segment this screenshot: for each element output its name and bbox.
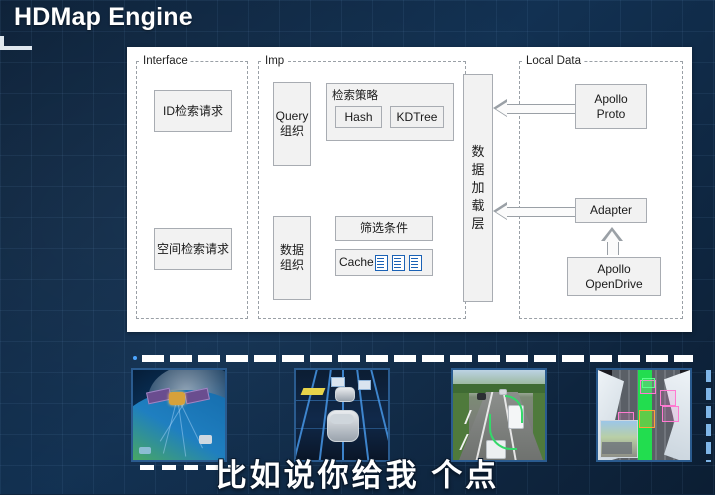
box-apollo-opendrive-line2: OpenDrive bbox=[585, 276, 643, 291]
box-id-request-label: ID检索请求 bbox=[162, 103, 223, 118]
box-spatial-request[interactable]: 空间检索请求 bbox=[154, 228, 232, 270]
box-data-loading-layer-char-5: 层 bbox=[471, 216, 485, 231]
box-data-loading-layer-char-3: 加 bbox=[471, 180, 485, 195]
document-icon bbox=[408, 254, 422, 271]
frame-search-strategy: 检索策略 Hash KDTree bbox=[326, 83, 454, 141]
group-imp-label: Imp bbox=[263, 55, 287, 68]
box-apollo-proto-line1: Apollo bbox=[594, 91, 628, 106]
group-interface: Interface bbox=[136, 55, 248, 319]
box-kdtree-label: KDTree bbox=[396, 109, 438, 124]
group-interface-label: Interface bbox=[141, 55, 190, 68]
thumbnail-highway-trace[interactable] bbox=[451, 368, 547, 462]
box-filter-condition-label: 筛选条件 bbox=[359, 221, 408, 235]
scroll-indicator[interactable] bbox=[706, 370, 711, 462]
box-hash-label: Hash bbox=[344, 109, 373, 124]
arrow-adapter-to-loader bbox=[493, 202, 575, 220]
aerial-road-detection-image bbox=[598, 370, 690, 460]
thumbnail-hd-map-lanes[interactable] bbox=[294, 368, 390, 462]
box-data-organization[interactable]: 数据 组织 bbox=[273, 216, 311, 300]
frame-search-strategy-label: 检索策略 bbox=[332, 90, 378, 102]
box-apollo-proto[interactable]: Apollo Proto bbox=[575, 84, 647, 129]
box-kdtree[interactable]: KDTree bbox=[390, 106, 444, 128]
box-spatial-request-label: 空间检索请求 bbox=[156, 241, 229, 256]
group-local-data-label: Local Data bbox=[524, 55, 583, 68]
title-corner-accent bbox=[0, 36, 32, 50]
box-apollo-opendrive[interactable]: Apollo OpenDrive bbox=[567, 257, 661, 296]
box-data-loading-layer-char-2: 据 bbox=[471, 162, 485, 177]
arrow-proto-to-loader bbox=[493, 99, 575, 117]
filmstrip-divider bbox=[133, 355, 693, 362]
box-query-organization-line1: Query bbox=[275, 109, 309, 123]
box-query-organization-line2: 组织 bbox=[279, 124, 304, 138]
highway-with-trajectory-image bbox=[453, 370, 545, 460]
satellite-earth-image bbox=[133, 370, 225, 460]
thumbnail-aerial-detection[interactable] bbox=[596, 368, 692, 462]
hd-map-lane-visualization-image bbox=[296, 370, 388, 460]
title-bar: HDMap Engine bbox=[0, 0, 715, 50]
box-id-request[interactable]: ID检索请求 bbox=[154, 90, 232, 132]
box-data-loading-layer-char-1: 数 bbox=[471, 144, 485, 159]
thumbnail-satellite-earth[interactable] bbox=[131, 368, 227, 462]
box-adapter-label: Adapter bbox=[589, 203, 633, 217]
document-icon bbox=[374, 254, 388, 271]
subtitle-dashes bbox=[140, 465, 250, 470]
box-apollo-opendrive-line1: Apollo bbox=[597, 261, 631, 276]
box-cache[interactable]: Cache bbox=[335, 249, 433, 276]
box-adapter[interactable]: Adapter bbox=[575, 198, 647, 223]
box-hash[interactable]: Hash bbox=[335, 106, 382, 128]
box-data-loading-layer[interactable]: 数 据 加 载 层 bbox=[463, 74, 493, 302]
box-data-organization-line1: 数据 bbox=[279, 243, 304, 257]
arrow-opendrive-to-adapter bbox=[601, 227, 623, 255]
box-apollo-proto-line2: Proto bbox=[596, 106, 626, 121]
page-title: HDMap Engine bbox=[14, 3, 193, 31]
box-query-organization[interactable]: Query 组织 bbox=[273, 82, 311, 166]
box-data-loading-layer-char-4: 载 bbox=[471, 198, 485, 213]
architecture-diagram: Interface ID检索请求 空间检索请求 Imp Query 组织 检索策… bbox=[127, 47, 692, 332]
subtitle-text: 比如说你给我 个点 bbox=[215, 458, 500, 493]
box-data-organization-line2: 组织 bbox=[279, 258, 304, 272]
box-cache-label: Cache bbox=[339, 255, 374, 269]
document-icon bbox=[391, 254, 405, 271]
box-filter-condition[interactable]: 筛选条件 bbox=[335, 216, 433, 241]
group-local-data: Local Data bbox=[519, 55, 683, 319]
